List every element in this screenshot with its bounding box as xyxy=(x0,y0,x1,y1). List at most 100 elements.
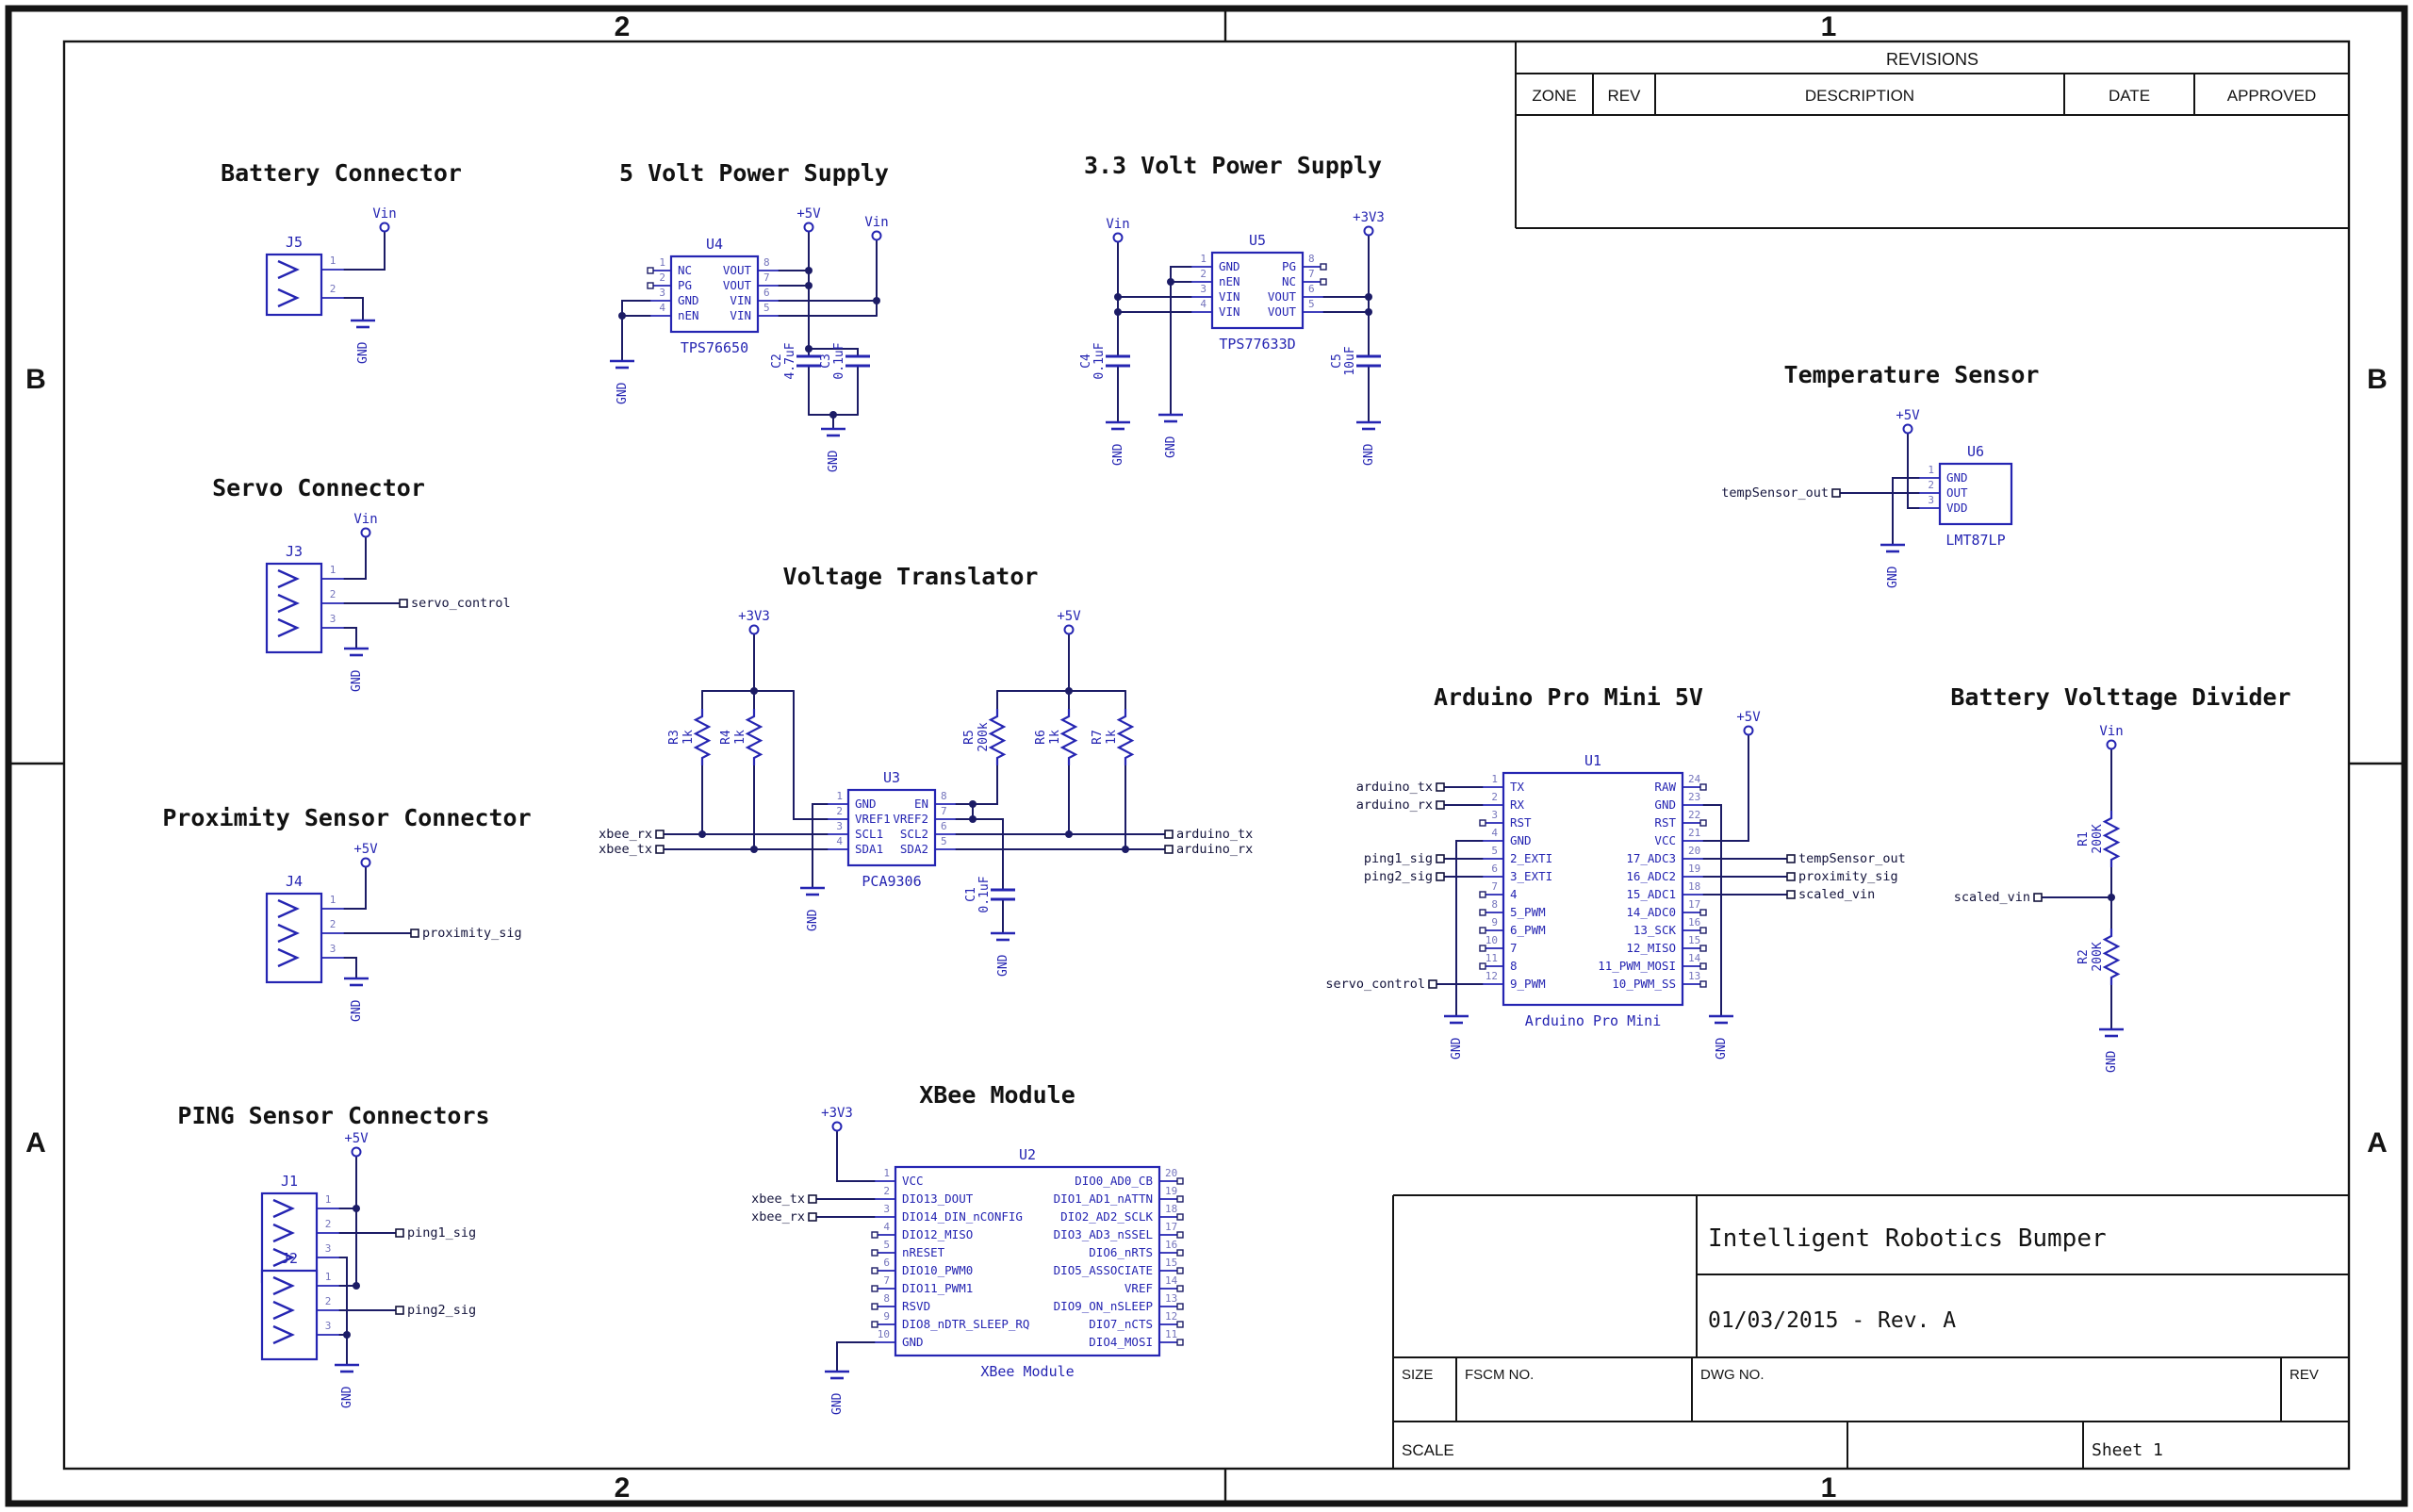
pin-number: 1 xyxy=(330,564,337,576)
ground-label: GND xyxy=(1450,1037,1464,1060)
wire xyxy=(343,297,364,321)
pin-chevron-icon xyxy=(277,288,300,308)
wire xyxy=(343,536,367,580)
net-label-ping1_sig: ping1_sig xyxy=(395,1225,476,1241)
ic-value: LMT87LP xyxy=(1945,532,2005,549)
net-label-text: scaled_vin xyxy=(1954,890,2030,905)
ic-body xyxy=(1502,771,1684,1007)
pin-number: 17 xyxy=(1688,898,1700,911)
section-title: Proximity Sensor Connector xyxy=(162,804,531,831)
pin-name: DIO8_nDTR_SLEEP_RQ xyxy=(902,1317,1029,1331)
net-label-text: arduino_rx xyxy=(1356,797,1433,813)
nc-pin-marker xyxy=(1176,1321,1184,1328)
pin-name: VDD xyxy=(1946,501,1968,515)
revisions-col-zone: ZONE xyxy=(1532,87,1576,105)
pin-number: 5 xyxy=(1491,845,1498,857)
pin-name: 13_SCK xyxy=(1633,923,1677,937)
pin-name: DIO7_nCTS xyxy=(1089,1317,1153,1331)
pin-number: 15 xyxy=(1688,934,1700,946)
pin-chevron-icon xyxy=(272,1247,295,1268)
pin-number: 2 xyxy=(1928,479,1934,491)
power-circle-icon xyxy=(748,624,760,635)
net-label-text: ping2_sig xyxy=(1364,869,1433,884)
pin-name: RST xyxy=(1510,815,1532,830)
section-title: 5 Volt Power Supply xyxy=(619,159,889,187)
net-label-text: xbee_tx xyxy=(751,1192,805,1207)
nc-pin-marker xyxy=(871,1285,878,1292)
pin-name: DIO4_MOSI xyxy=(1089,1335,1153,1349)
wire xyxy=(955,764,998,805)
zone-label-right-b: B xyxy=(2367,364,2388,395)
pin-name: DIO12_MISO xyxy=(902,1227,973,1241)
pin-name: 8 xyxy=(1510,959,1518,973)
title-block-text: Intelligent Robotics Bumper 01/03/2015 -… xyxy=(1402,1224,2319,1460)
ground-label: GND xyxy=(356,341,370,364)
pin-number: 4 xyxy=(1200,298,1206,310)
resistor-ref: R2 xyxy=(2076,949,2091,964)
section-title: Temperature Sensor xyxy=(1784,361,2040,388)
pin-name: 16_ADC2 xyxy=(1626,869,1676,883)
ic-body xyxy=(1210,251,1305,330)
pin-number: 9 xyxy=(1491,916,1498,929)
pin-name: SCL1 xyxy=(855,827,883,841)
pin-number: 10 xyxy=(878,1328,890,1340)
wire xyxy=(338,1257,348,1366)
pin-number: 1 xyxy=(883,1167,890,1179)
pin-number: 22 xyxy=(1688,809,1700,821)
nc-pin-marker xyxy=(1176,1249,1184,1257)
wire xyxy=(621,300,651,362)
capacitor-ref: C4 xyxy=(1079,353,1093,369)
connector-ref: J2 xyxy=(281,1250,298,1267)
pin-chevron-icon xyxy=(272,1275,295,1296)
revisions-col-date: DATE xyxy=(2109,87,2150,105)
pin-number: 2 xyxy=(330,918,337,930)
pin-number: 11 xyxy=(1165,1328,1177,1340)
capacitor-value: 10uF xyxy=(1343,346,1357,375)
power-symbol-5v: +5V xyxy=(1736,710,1761,736)
net-label-proximity_sig: proximity_sig xyxy=(410,926,522,941)
pin-number: 3 xyxy=(1491,809,1498,821)
title-block-scale-label: SCALE xyxy=(1402,1441,1454,1459)
nc-pin-marker xyxy=(871,1249,878,1257)
power-circle-icon xyxy=(1063,624,1075,635)
ic-ref: U2 xyxy=(1019,1146,1036,1163)
pin-number: 3 xyxy=(330,943,337,955)
pin-chevron-icon xyxy=(272,1324,295,1345)
revisions-title: REVISIONS xyxy=(1886,50,1978,69)
ic-value: TPS77633D xyxy=(1219,336,1295,353)
pin-chevron-icon xyxy=(277,259,300,280)
pin-chevron-icon xyxy=(277,617,300,638)
junction-dot xyxy=(353,1282,360,1290)
title-block-size-label: SIZE xyxy=(1402,1367,1433,1383)
pin-number: 5 xyxy=(763,302,770,314)
net-label-text: xbee_tx xyxy=(599,842,652,857)
pin-chevron-icon xyxy=(272,1223,295,1243)
wire xyxy=(808,348,859,357)
pin-number: 8 xyxy=(763,256,770,269)
junction-dot xyxy=(1167,278,1174,286)
junction-dot xyxy=(805,267,813,274)
resistor-zigzag xyxy=(2102,929,2121,985)
power-symbol-3v3: +3V3 xyxy=(1353,210,1385,237)
nc-pin-marker xyxy=(1176,1177,1184,1185)
ground-label: GND xyxy=(350,669,364,692)
pin-name: GND xyxy=(1219,259,1240,273)
pin-number: 5 xyxy=(883,1239,890,1251)
pin-number: 2 xyxy=(325,1218,332,1230)
section-title: Battery Connector xyxy=(221,159,462,187)
nc-pin-marker xyxy=(871,1267,878,1274)
power-circle-icon xyxy=(831,1121,843,1132)
net-label-arduino_tx: arduino_tx xyxy=(1356,780,1445,795)
resistor-ref: R6 xyxy=(1034,730,1048,745)
pin-name: VIN xyxy=(1219,289,1240,304)
junction-dot xyxy=(969,800,977,808)
net-label-pin-icon xyxy=(1164,830,1174,839)
wire xyxy=(812,803,829,889)
ground-label: GND xyxy=(1111,443,1125,466)
net-label-text: proximity_sig xyxy=(422,926,522,941)
